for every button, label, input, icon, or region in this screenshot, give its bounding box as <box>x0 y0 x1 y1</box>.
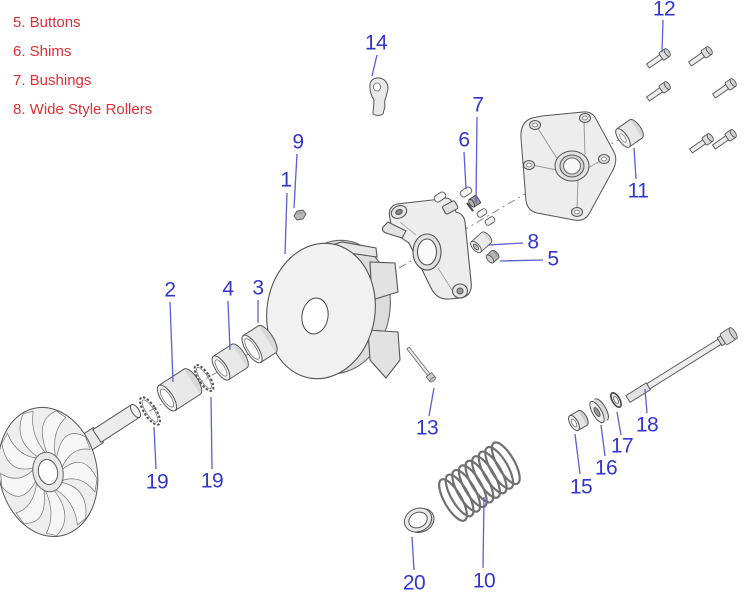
callout-17: 17 <box>610 434 634 458</box>
callout-13: 13 <box>415 416 439 440</box>
centerline <box>39 129 637 475</box>
legend-item: 8. Wide Style Rollers <box>13 101 153 118</box>
legend-item: 7. Bushings <box>13 72 92 89</box>
callout-20-leader <box>411 536 415 571</box>
callout-18: 18 <box>635 413 659 437</box>
callout-13-leader <box>428 387 435 417</box>
callout-5-leader <box>499 259 544 262</box>
finger-part-14 <box>369 77 389 116</box>
callout-11: 11 <box>627 179 649 203</box>
callout-2-leader <box>169 301 174 383</box>
roller-part-11 <box>615 118 644 148</box>
callout-11-leader <box>633 147 637 180</box>
callout-17-leader <box>616 411 622 436</box>
drive-sheave-part-1 <box>266 239 401 380</box>
snap-ring-19-outer <box>139 396 161 426</box>
callout-16-leader <box>600 424 606 457</box>
callout-10-leader <box>482 496 485 569</box>
callout-3: 3 <box>252 276 264 300</box>
snap-ring-19-inner <box>193 364 215 392</box>
callout-15: 15 <box>569 475 593 499</box>
bolt-part-18 <box>625 327 738 404</box>
callout-7: 7 <box>472 93 484 117</box>
callout-20: 20 <box>402 571 426 595</box>
callout-12-leader <box>661 19 664 53</box>
callout-6-leader <box>463 151 467 190</box>
ring-part-3 <box>241 324 278 364</box>
callout-7-leader <box>475 116 478 204</box>
callout-19a-leader <box>153 426 157 470</box>
pin-part-13 <box>406 346 436 383</box>
spacer-part-15 <box>568 409 589 432</box>
legend-item: 6. Shims <box>13 43 72 60</box>
button-part-5 <box>485 249 500 264</box>
callout-5: 5 <box>547 247 559 271</box>
spider-assembly <box>381 197 472 300</box>
washer-part-17 <box>610 392 622 408</box>
legend-item: 5. Buttons <box>13 14 81 31</box>
callout-19b-leader <box>210 396 213 470</box>
fan-sheave <box>0 397 112 551</box>
callout-9-leader <box>293 153 298 209</box>
callout-6: 6 <box>458 128 470 152</box>
callout-4-leader <box>227 300 231 351</box>
callout-8-leader <box>488 242 524 246</box>
bushing-part-2 <box>156 368 203 412</box>
callout-10: 10 <box>472 569 496 593</box>
bolts-part-12 <box>645 46 737 154</box>
wide-roller-part-8 <box>470 231 493 254</box>
cover-plate <box>520 111 617 221</box>
callout-1: 1 <box>280 168 292 192</box>
collar-part-20 <box>403 507 435 533</box>
callout-15-leader <box>574 433 581 475</box>
sheave-shaft <box>54 403 142 469</box>
callout-12: 12 <box>652 0 676 21</box>
shims-and-bushings-6-7 <box>433 186 496 226</box>
callout-19a: 19 <box>145 470 169 494</box>
callout-19b: 19 <box>200 469 224 493</box>
callout-2: 2 <box>164 278 176 302</box>
callout-14: 14 <box>364 31 388 55</box>
callout-16: 16 <box>594 456 618 480</box>
legend: 5. Buttons 6. Shims 7. Bushings 8. Wide Sty… <box>13 8 152 124</box>
callout-14-leader <box>371 54 378 77</box>
callout-9: 9 <box>292 130 304 154</box>
nut-part-9 <box>293 209 307 221</box>
bushing-part-4 <box>211 343 249 381</box>
callout-4: 4 <box>222 277 234 301</box>
callout-8: 8 <box>527 230 539 254</box>
washer-part-16 <box>589 398 609 424</box>
callout-18-leader <box>644 388 648 414</box>
spring-part-10 <box>438 441 521 522</box>
callout-1-leader <box>284 192 288 255</box>
